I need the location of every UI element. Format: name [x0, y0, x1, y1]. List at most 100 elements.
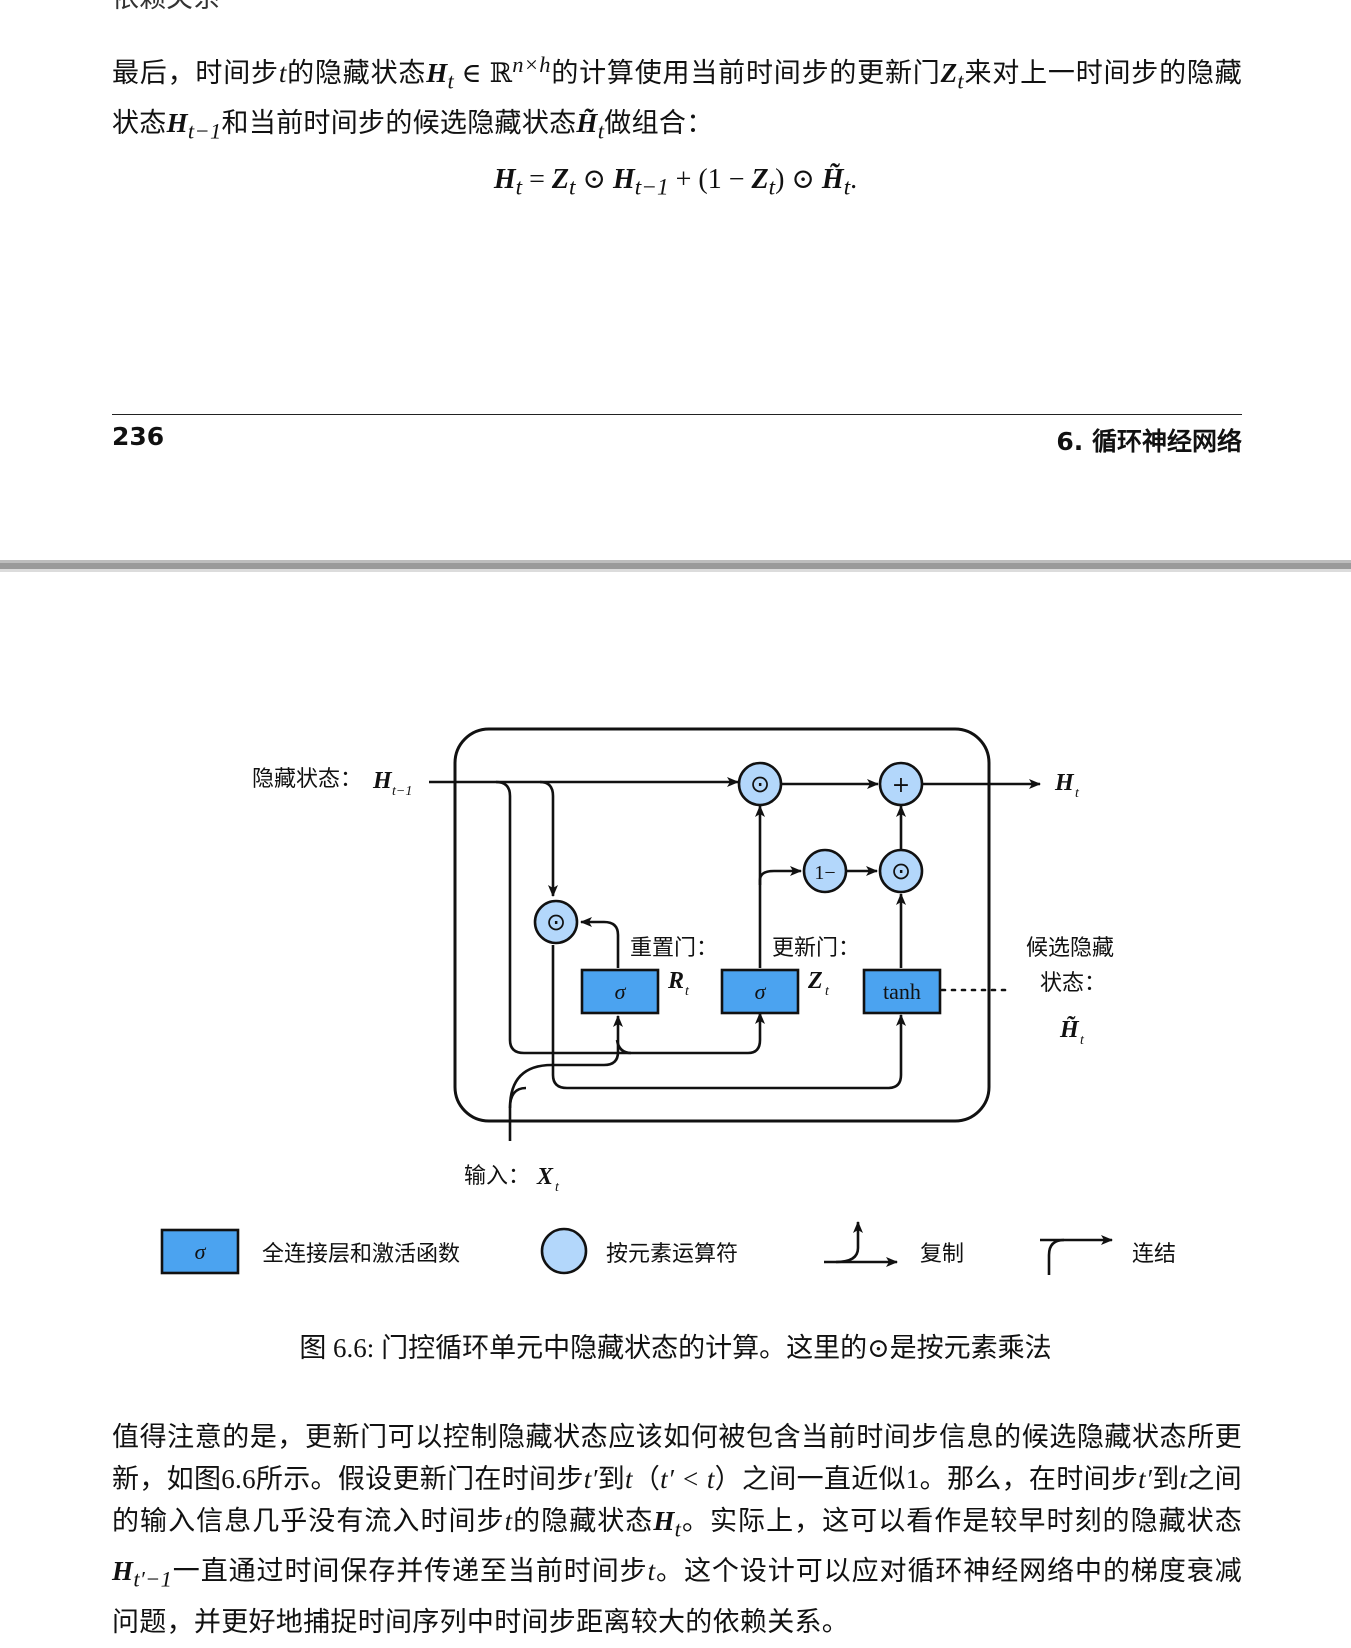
math-op: .	[850, 164, 858, 195]
math-op: =	[522, 164, 552, 195]
reset-gate-box	[580, 968, 660, 1015]
text-run: 的隐藏状态	[286, 58, 427, 88]
chapter-title: 6. 循环神经网络	[1056, 427, 1242, 456]
math-sub: t−1	[634, 174, 669, 201]
math-var: H̃	[821, 164, 844, 195]
math-sup: n×h	[512, 52, 551, 77]
math-var: t′	[583, 1464, 598, 1494]
math-var: Z	[751, 164, 769, 195]
candidate-label-line2: 状态：	[1040, 971, 1106, 996]
candidate-mult-circle	[878, 848, 924, 894]
text-run: ∈ ℝ	[454, 58, 513, 88]
legend-elementwise-label: 按元素运算符	[606, 1242, 738, 1267]
input-label: 输入：	[464, 1164, 530, 1189]
tanh-box	[862, 968, 942, 1015]
math-var: t	[278, 58, 287, 88]
math-sub: t	[597, 118, 605, 144]
cut-off-text: 依赖关系	[112, 0, 220, 15]
text-run: 的隐藏状态	[512, 1506, 654, 1536]
math-var: H	[493, 164, 516, 195]
hidden-prev-var: H	[372, 768, 393, 794]
math-sub: t	[768, 174, 776, 201]
legend-concat-arrow	[1047, 1235, 1113, 1275]
input-var: X	[536, 1164, 554, 1190]
legend: σ 全连接层和激活函数 按元素运算符 复制 连结	[160, 1221, 1176, 1275]
h-prev-branch-line	[495, 780, 765, 1055]
input-to-gates-line	[508, 1015, 623, 1109]
math-op: + (1 −	[668, 164, 752, 195]
tanh-label: tanh	[883, 979, 921, 1004]
input-to-tanh-line	[551, 945, 906, 1090]
update-to-one-minus-line	[758, 866, 802, 885]
math-var: H	[112, 1556, 134, 1587]
reset-gate-to-mult-line	[580, 917, 620, 968]
update-gate-sigma: σ	[755, 979, 767, 1004]
math-var: H	[166, 108, 188, 139]
text-run: 到	[597, 1464, 626, 1494]
math-sub: t	[957, 68, 964, 94]
one-minus-circle	[802, 848, 848, 894]
math-var: Z	[551, 164, 569, 195]
math-sub: t′−1	[133, 1566, 173, 1592]
figure-caption: 图 6.6: 门控循环单元中隐藏状态的计算。这里的⊙是按元素乘法	[299, 1333, 1052, 1363]
text-run: 和当前时间步的候选隐藏状态	[221, 108, 577, 139]
math-var: t′	[1138, 1464, 1153, 1494]
legend-fc-label: 全连接层和激活函数	[262, 1242, 460, 1267]
plus-circle	[878, 761, 924, 807]
page-separator	[0, 560, 1351, 572]
legend-fc-swatch	[160, 1228, 240, 1275]
text-run: 到	[1152, 1464, 1180, 1494]
page-number: 236	[112, 422, 165, 451]
connection-lines	[429, 777, 1041, 1141]
page-footer: 236 6. 循环神经网络	[112, 422, 1242, 458]
text-run: 最后，时间步	[112, 58, 279, 88]
update-gate-box	[720, 968, 800, 1015]
hidden-state-paragraph: 最后，时间步t的隐藏状态Ht ∈ ℝn×h的计算使用当前时间步的更新门Zt来对上…	[112, 44, 1242, 153]
math-op: ⊙	[575, 164, 613, 195]
math-var: H̃	[576, 108, 598, 139]
legend-concat-label: 连结	[1132, 1242, 1176, 1267]
update-gate-var: Z	[807, 968, 823, 994]
math-var: H	[612, 164, 635, 195]
text-run: 值得注意的是，更新门可以控制隐藏状态应该如何被包含当前时间步信息的候选隐藏状态所…	[112, 1422, 1242, 1494]
output-var: H	[1054, 770, 1075, 796]
text-run: 的计算使用当前时间步的更新门	[550, 58, 941, 88]
text-run: 。实际上，这可以看作是较早时刻的隐藏状态	[681, 1506, 1243, 1536]
math-var: t	[1179, 1464, 1188, 1494]
candidate-mult-symbol: ⊙	[891, 857, 911, 885]
math-op: ) ⊙	[775, 164, 822, 195]
math-var: t′ < t	[660, 1464, 715, 1494]
gru-equation: Ht = Zt ⊙ Ht−1 + (1 − Zt) ⊙ H̃t.	[0, 162, 1351, 202]
text-run: （	[632, 1464, 661, 1494]
update-mult-symbol: ⊙	[750, 770, 770, 798]
current-page	[0, 572, 1351, 1648]
update-gate-paragraph: 值得注意的是，更新门可以控制隐藏状态应该如何被包含当前时间步信息的候选隐藏状态所…	[112, 1416, 1242, 1643]
input-sub: t	[555, 1180, 560, 1195]
math-sub: t	[447, 68, 455, 94]
legend-fc-sigma: σ	[195, 1239, 207, 1264]
update-gate-label: 更新门：	[772, 936, 860, 961]
text-run: 。这个设计可以应对循环神经网络中的梯度衰减问题，并更好地捕捉时间序列中时间步距离…	[112, 1556, 1242, 1637]
math-sub: t	[674, 1516, 682, 1542]
update-gate-sub: t	[825, 984, 830, 999]
math-sub: t	[568, 174, 576, 201]
gru-cell-frame	[453, 727, 991, 1123]
text-run: 做组合：	[604, 108, 714, 139]
math-var: Z	[940, 58, 958, 88]
math-var: t	[504, 1506, 513, 1536]
math-var: H	[653, 1506, 675, 1536]
h-prev-to-reset-mult-line	[539, 780, 558, 897]
previous-page: 依赖关系 最后，时间步t的隐藏状态Ht ∈ ℝn×h的计算使用当前时间步的更新门…	[0, 0, 1351, 560]
output-sub: t	[1075, 786, 1080, 801]
update-mult-circle	[737, 761, 783, 807]
math-var: H	[426, 58, 448, 88]
reset-gate-label: 重置门：	[630, 936, 718, 961]
text-run: 来对上一时间步的隐藏状态	[112, 58, 1243, 139]
text-run: 之间的输入信息几乎没有流入时间步	[112, 1464, 1242, 1536]
hidden-prev-sub: t−1	[392, 784, 412, 799]
text-run: 一直通过时间保存并传递至当前时间步	[172, 1556, 648, 1587]
legend-elementwise-swatch	[540, 1227, 588, 1275]
reset-gate-sub: t	[685, 984, 690, 999]
reset-gate-var: R	[667, 968, 684, 994]
